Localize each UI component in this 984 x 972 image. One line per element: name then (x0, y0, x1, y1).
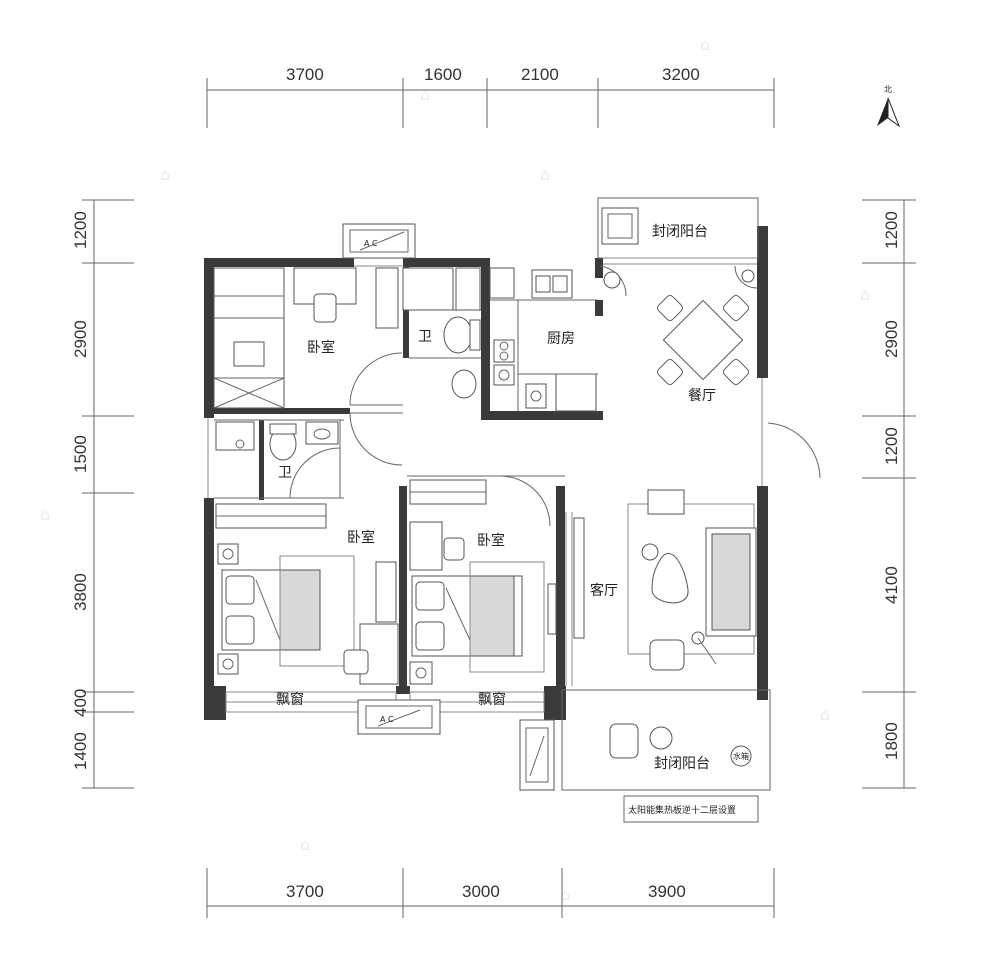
ac-unit-bottom: A C (357, 699, 441, 735)
dim-bottom-1: 3700 (286, 882, 324, 901)
dim-top-2: 1600 (424, 65, 462, 84)
ac-label-top: A C (364, 239, 378, 248)
ac-unit-right (519, 719, 555, 791)
dim-top-3: 2100 (521, 65, 559, 84)
room-label-bedroom-2: 卧室 (347, 529, 375, 546)
ac-unit-top: A C (342, 223, 416, 259)
thin-partitions (214, 197, 771, 791)
north-arrow-icon: 北 (877, 85, 901, 128)
dim-left-4: 3800 (71, 573, 90, 611)
north-balcony-furniture (601, 207, 755, 289)
bathroom-1-furniture (402, 267, 481, 399)
svg-text:⌂: ⌂ (40, 505, 50, 524)
room-label-bay-window-2: 飘窗 (478, 691, 506, 708)
ac-label-bottom: A C (380, 715, 394, 724)
water-tank-label: 水箱 (733, 751, 749, 761)
svg-text:⌂: ⌂ (860, 285, 870, 304)
room-label-balcony-north: 封闭阳台 (652, 224, 708, 240)
dim-left-6: 1400 (71, 732, 90, 770)
svg-text:⌂: ⌂ (420, 85, 430, 104)
room-label-dining: 餐厅 (688, 388, 716, 404)
svg-text:⌂: ⌂ (160, 165, 170, 184)
room-label-bedroom-3: 卧室 (477, 532, 505, 549)
watermark-layer: ⌂ ⌂ ⌂ ⌂ ⌂ ⌂ ⌂ ⌂ ⌂ (40, 35, 870, 904)
dim-bottom-3: 3900 (648, 882, 686, 901)
dim-right-1: 1200 (882, 211, 901, 249)
dim-top-1: 3700 (286, 65, 324, 84)
svg-text:⌂: ⌂ (540, 165, 550, 184)
room-label-bathroom-2: 卫 (278, 465, 292, 481)
bedroom-3-furniture (409, 479, 557, 685)
compass-label: 北 (884, 85, 892, 94)
south-balcony-furniture: 水箱 (609, 723, 752, 767)
dim-left-2: 2900 (71, 320, 90, 358)
dim-right-2: 2900 (882, 320, 901, 358)
dining-table-icon (657, 295, 749, 385)
svg-text:⌂: ⌂ (300, 835, 310, 854)
svg-text:⌂: ⌂ (820, 705, 830, 724)
room-label-bay-window-1: 飘窗 (276, 691, 304, 708)
room-label-bathroom-1: 卫 (418, 329, 432, 345)
room-label-balcony-south: 封闭阳台 (654, 756, 710, 772)
room-label-living: 客厅 (590, 582, 618, 599)
living-room-furniture (573, 489, 757, 671)
dimension-lines (82, 78, 916, 918)
dim-left-5: 400 (71, 689, 90, 717)
dim-top-4: 3200 (662, 65, 700, 84)
room-label-bedroom-1: 卧室 (307, 339, 335, 356)
solar-panel-note: 太阳能集热板逆十二层设置 (628, 804, 736, 816)
dim-bottom-2: 3000 (462, 882, 500, 901)
dim-right-3: 1200 (882, 427, 901, 465)
svg-text:⌂: ⌂ (560, 885, 570, 904)
kitchen-furniture (489, 267, 598, 412)
bedroom-2-furniture (215, 503, 399, 685)
dim-left-3: 1500 (71, 435, 90, 473)
svg-text:⌂: ⌂ (700, 35, 710, 54)
bathroom-2-furniture (215, 421, 339, 461)
dim-right-4: 4100 (882, 566, 901, 604)
dim-left-1: 1200 (71, 211, 90, 249)
room-label-kitchen: 厨房 (547, 331, 575, 347)
door-swings (289, 265, 821, 527)
dim-right-5: 1800 (882, 722, 901, 760)
bedroom-1-furniture (213, 267, 399, 409)
